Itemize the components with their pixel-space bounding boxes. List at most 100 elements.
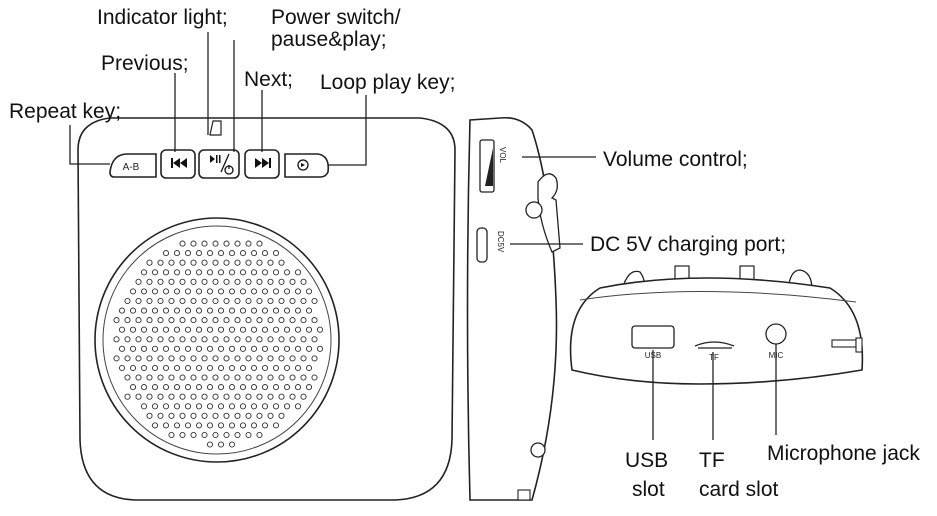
grille-hole (168, 278, 175, 285)
grille-hole (206, 326, 214, 333)
indicator-light (209, 120, 222, 136)
grille-hole (278, 297, 285, 305)
grille-hole (228, 403, 236, 410)
grille-hole (261, 250, 269, 257)
side-foot (517, 489, 531, 501)
grille-hole (250, 403, 258, 410)
grille-hole (124, 355, 131, 362)
grille-hole (311, 355, 318, 362)
tf-card-slot-label-line2: card slot (699, 478, 779, 501)
grille-hole (217, 288, 225, 295)
grille-hole (179, 278, 186, 285)
grille-hole (256, 412, 263, 419)
grille-hole (245, 355, 252, 362)
grille-hole (234, 412, 241, 419)
grille-hole (234, 431, 241, 439)
grille-hole (261, 269, 269, 276)
grille-hole (113, 355, 120, 362)
grille-hole (129, 384, 137, 391)
play-pause-power-icon (210, 153, 234, 175)
grille-hole (267, 317, 274, 324)
grille-hole (195, 384, 203, 391)
grille-hole (206, 269, 214, 276)
grille-hole (162, 288, 170, 295)
grille-hole (140, 288, 148, 295)
grille-hole (294, 364, 302, 372)
grille-hole (179, 431, 186, 439)
next-key[interactable] (244, 149, 280, 179)
grille-hole (245, 317, 252, 324)
grille-hole (212, 374, 219, 381)
grille-hole (239, 326, 247, 333)
grille-hole (124, 317, 131, 324)
grille-hole (267, 278, 274, 285)
grille-hole (278, 374, 285, 381)
grille-hole (195, 326, 203, 333)
grille-hole (157, 278, 164, 285)
grille-hole (195, 364, 203, 372)
grille-hole (234, 278, 241, 285)
grille-hole (146, 336, 153, 343)
grille-hole (250, 422, 258, 429)
grille-hole (245, 259, 252, 266)
loop-play-key[interactable] (284, 153, 330, 178)
grille-hole (162, 307, 170, 314)
grille-hole (157, 317, 164, 324)
grille-hole (173, 422, 181, 429)
grille-hole (239, 250, 247, 257)
grille-hole (190, 355, 197, 362)
grille-hole (157, 297, 164, 305)
grille-hole (272, 403, 280, 410)
grille-hole (195, 422, 203, 429)
grille-hole (261, 364, 269, 372)
grille-hole (195, 403, 203, 410)
usb-slot-label-line2: slot (632, 478, 665, 501)
grille-hole (228, 384, 236, 391)
grille-hole (305, 307, 313, 314)
grille-hole (179, 393, 186, 400)
grille-hole (140, 384, 148, 391)
next-icon (255, 158, 271, 168)
grille-hole (190, 336, 197, 343)
grille-hole (168, 259, 175, 266)
grille-hole (223, 431, 230, 439)
grille-hole (278, 278, 285, 285)
tf-card-slot-label-line1: TF (699, 449, 725, 472)
grille-hole (234, 374, 241, 381)
grille-hole (140, 326, 148, 333)
grille-hole (234, 336, 241, 343)
grille-hole (272, 250, 280, 257)
grille-hole (283, 403, 291, 410)
grille-hole (173, 326, 181, 333)
grille-hole (239, 307, 247, 314)
grille-hole (173, 364, 181, 372)
grille-hole (190, 278, 197, 285)
grille-hole (206, 307, 214, 314)
grille-hole (201, 393, 208, 400)
grille-hole (162, 384, 170, 391)
grille-hole (223, 393, 230, 400)
grille-hole (261, 422, 269, 429)
previous-key[interactable] (160, 149, 196, 179)
grille-hole (272, 345, 280, 352)
grille-hole (300, 278, 307, 285)
grille-hole (223, 240, 230, 247)
loop-icon (297, 159, 309, 171)
grille-hole (129, 288, 137, 295)
power-pause-play-key[interactable] (198, 149, 240, 179)
grille-hole (129, 307, 137, 314)
grille-hole (217, 384, 225, 391)
grille-hole (245, 431, 252, 439)
grille-hole (168, 336, 175, 343)
grille-hole (201, 412, 208, 419)
grille-hole (162, 403, 170, 410)
grille-hole (151, 403, 159, 410)
grille-hole (135, 297, 142, 305)
repeat-key[interactable]: A-B (109, 153, 157, 178)
grille-hole (250, 250, 258, 257)
grille-hole (234, 355, 241, 362)
grille-hole (184, 364, 192, 372)
grille-hole (217, 422, 225, 429)
grille-hole (234, 297, 241, 305)
